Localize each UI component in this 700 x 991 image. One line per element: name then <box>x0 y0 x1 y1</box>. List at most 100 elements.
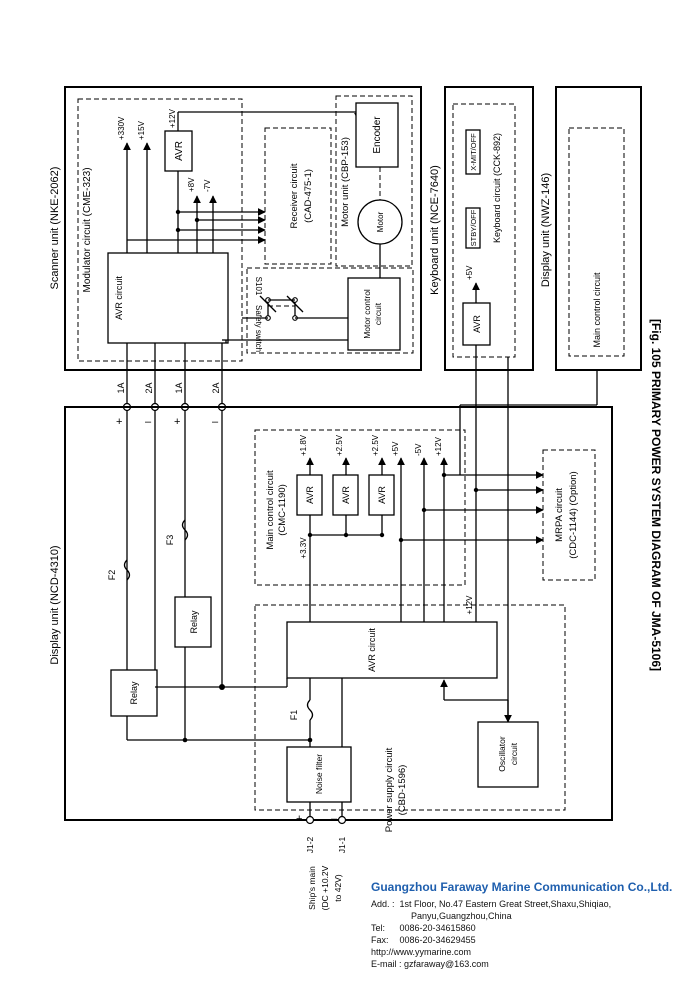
ships-main-minus: – <box>331 813 338 825</box>
fuse-f1-label: F1 <box>289 710 299 721</box>
scanner-avr-label: AVR <box>174 141 185 161</box>
cable-minus-1: – <box>145 416 152 428</box>
display-nwz-box <box>555 86 642 371</box>
relay-f2-box <box>110 669 158 717</box>
safety-switch-label: Safety switch <box>254 305 263 352</box>
label-plus-3-3v: +3.3V <box>299 537 308 559</box>
address-label: Add. : <box>371 899 395 909</box>
main-avr-3 <box>368 474 395 516</box>
company-email: E-mail : gzfaraway@163.com <box>371 958 691 970</box>
cable-minus-2: – <box>212 416 219 428</box>
ships-main-input: + – J1-2 J1-1 Ship's main (DC +10.2V to … <box>296 802 347 910</box>
display-nwz-main-box <box>568 127 625 357</box>
ships-main-line-3: to 42V) <box>333 874 343 902</box>
ships-main-j12: J1-2 <box>305 836 315 853</box>
cable-fuse-1a-a: 1A <box>116 382 126 393</box>
display-nwz-title: Display unit (NWZ-146) <box>540 173 552 287</box>
mrpa-label-1: MRPA circuit <box>554 488 565 542</box>
ships-main-line-2: (DC +10.2V <box>320 865 330 910</box>
keyboard-avr-label: AVR <box>472 315 482 333</box>
cable-fuse-2a-a: 2A <box>144 382 154 393</box>
display-unit-ncd-4310: Display unit (NCD-4310) F2 F3 Relay Rela… <box>49 405 613 832</box>
company-fax: Fax: 0086-20-34629455 <box>371 934 691 946</box>
fuse-f2-label: F2 <box>107 570 117 581</box>
scanner-unit-box <box>64 86 422 371</box>
label-plus-15v: +15V <box>137 120 146 140</box>
company-web[interactable]: http://www.yymarine.com <box>371 946 691 958</box>
main-avr-3-label: AVR <box>377 486 387 504</box>
label-plus-1-8v: +1.8V <box>299 434 308 456</box>
motor-unit-label: Motor unit (CBP-153) <box>340 137 351 227</box>
keyboard-unit-title: Keyboard unit (NCE-7640) <box>429 165 441 295</box>
email-link[interactable]: gzfaraway@163.com <box>404 959 489 969</box>
scanner-unit-title: Scanner unit (NKE-2062) <box>49 167 61 290</box>
company-info: Guangzhou Faraway Marine Communication C… <box>371 880 691 970</box>
figure-caption: [Fig. 105 PRIMARY POWER SYSTEM DIAGRAM O… <box>649 319 663 671</box>
motor-control-box <box>347 277 401 351</box>
psu-avr-circuit <box>286 621 498 679</box>
mrpa-circuit-box <box>542 449 596 581</box>
keyboard-v5-label: +5V <box>465 265 474 280</box>
oscillator-label-2: circuit <box>509 742 519 765</box>
psu-avr-circuit-label: AVR circuit <box>367 628 377 672</box>
label-plus-12v-main: +12V <box>434 436 443 456</box>
company-address-1: Add. : 1st Floor, No.47 Eastern Great St… <box>371 898 691 910</box>
receiver-circuit-label-2: (CAD-475-1) <box>303 169 314 223</box>
stby-key <box>465 207 481 249</box>
motor-unit-box <box>335 95 413 267</box>
mrpa-label-2: (CDC-1144) (Option) <box>568 471 579 558</box>
relay-f3-box <box>174 596 212 648</box>
label-plus-2-5v-b: +2.5V <box>371 434 380 456</box>
oscillator-box <box>477 721 539 788</box>
label-minus-5v-main: -5V <box>414 443 423 456</box>
ships-main-line-1: Ship's main <box>307 866 317 910</box>
relay-f3-label: Relay <box>189 610 199 634</box>
label-plus-2-5v-a: +2.5V <box>335 434 344 456</box>
ships-main-j11: J1-1 <box>337 836 347 853</box>
address-line-2: Panyu,Guangzhou,China <box>411 911 512 921</box>
fax-label: Fax: <box>371 935 389 945</box>
label-plus-12v-mrpa: +12V <box>465 595 474 615</box>
cable-fuse-2a-b: 2A <box>211 382 221 393</box>
cable-plus-2: + <box>174 416 180 428</box>
safety-switch-id: S101 <box>254 277 263 296</box>
fax-value: 0086-20-34629455 <box>399 935 476 945</box>
tel-label: Tel: <box>371 923 386 933</box>
receiver-circuit-box <box>264 127 332 265</box>
keyboard-unit: Keyboard unit (NCE-7640) AVR +5V STBY/OF… <box>429 86 534 723</box>
scanner-avr-box <box>164 130 193 172</box>
label-minus-7v: -7V <box>203 179 212 192</box>
main-avr-2-label: AVR <box>341 486 351 504</box>
main-control-box <box>254 429 466 586</box>
fuse-f3-label: F3 <box>165 535 175 546</box>
cable-connections: 1A 2A 1A 2A + – + – <box>116 339 227 740</box>
oscillator-label-1: Oscillator <box>497 736 507 772</box>
main-control-label-1: Main control circuit <box>265 470 276 550</box>
cable-fuse-1a-b: 1A <box>174 382 184 393</box>
xmit-key <box>465 129 481 175</box>
receiver-circuit-label-1: Receiver circuit <box>289 163 300 228</box>
xmit-key-label: X-MIT/OFF <box>469 133 478 171</box>
relay-f2-label: Relay <box>129 681 139 705</box>
tel-value: 0086-20-34615860 <box>399 923 476 933</box>
scanner-unit: Scanner unit (NKE-2062) Modulator circui… <box>49 86 422 371</box>
email-label: E-mail : <box>371 959 402 969</box>
motor-control-label-2: circuit <box>373 302 383 325</box>
noise-filter-label: Noise filter <box>314 754 324 794</box>
modulator-circuit-box <box>77 98 243 362</box>
scanner-avr-circuit <box>107 252 229 344</box>
motor-control-label-1: Motor control <box>362 289 372 339</box>
scanner-avr-circuit-label: AVR circuit <box>114 276 124 320</box>
company-name: Guangzhou Faraway Marine Communication C… <box>371 880 673 894</box>
power-supply-box <box>254 604 566 811</box>
display-nwz-146: Display unit (NWZ-146) Main control circ… <box>460 86 642 406</box>
address-line-1: 1st Floor, No.47 Eastern Great Street,Sh… <box>399 899 612 909</box>
company-address-2: Panyu,Guangzhou,China <box>371 910 691 922</box>
keyboard-circuit-label: Keyboard circuit (CCK-892) <box>492 133 502 243</box>
label-plus-12v-scanner: +12V <box>168 108 177 128</box>
website-link[interactable]: http://www.yymarine.com <box>371 947 472 957</box>
keyboard-circuit-box <box>452 103 516 358</box>
ships-main-plus: + <box>296 813 302 825</box>
stby-key-label: STBY/OFF <box>469 209 478 246</box>
